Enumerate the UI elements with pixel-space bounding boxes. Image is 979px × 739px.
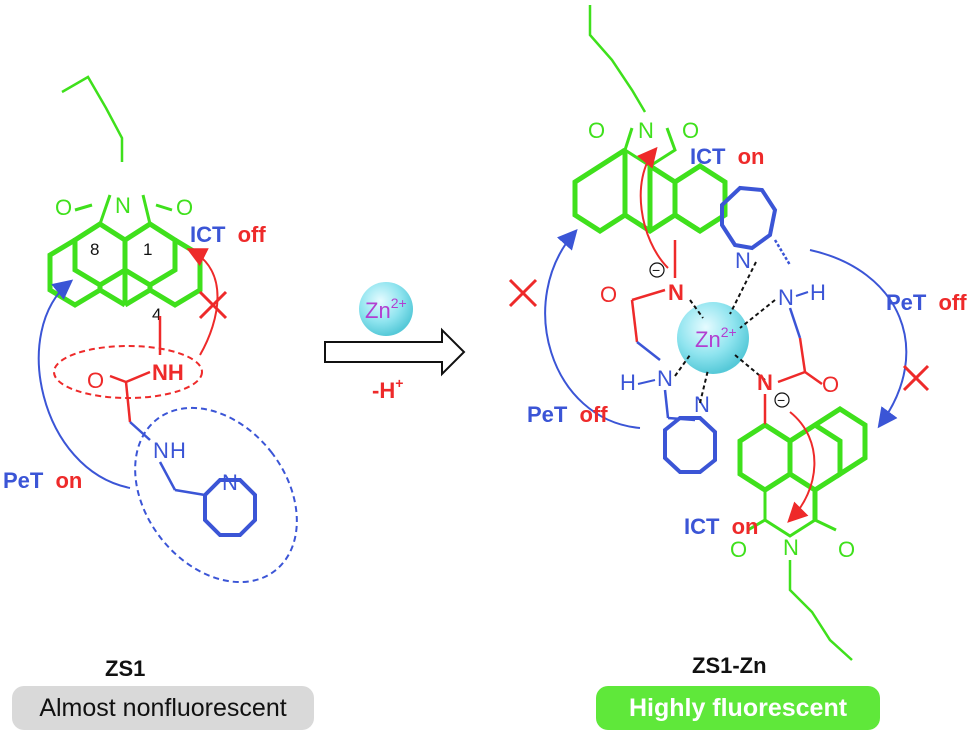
right-amide-co-bond <box>804 370 823 386</box>
right-amide-c-bond <box>798 337 807 373</box>
pet-left-cross-b <box>508 278 538 308</box>
top-right-pyr-ch2-bond <box>773 239 792 266</box>
top-amide-o: O <box>600 282 617 307</box>
zs1-zn-name: ZS1-Zn <box>692 653 767 678</box>
pet-arrow-left <box>37 279 131 489</box>
pyridine-n: N <box>222 470 238 495</box>
top-amide-bond <box>631 288 666 302</box>
bottom-co-left <box>747 518 766 532</box>
top-amine-n: N <box>657 366 673 391</box>
zn-reagent: Zn2+ <box>365 295 407 323</box>
zn-center: Zn2+ <box>695 324 737 352</box>
amide-highlight-ellipse <box>53 345 203 399</box>
top-amine-ch2-bond <box>663 389 670 419</box>
position-1: 1 <box>143 240 152 259</box>
amide-co-bond <box>109 374 127 384</box>
ict-arrow-left <box>186 248 219 356</box>
top-o2: O <box>682 118 699 143</box>
imide-o-left: O <box>55 195 72 220</box>
right-amine-h: H <box>810 280 826 305</box>
butyl-chain <box>61 75 124 162</box>
top-butyl-chain <box>588 5 647 113</box>
amide-bond <box>125 370 151 384</box>
pyridine-ring <box>203 478 257 537</box>
ict-arrow-bottom <box>787 411 816 523</box>
ch2-pyr-bond <box>174 488 206 497</box>
top-ch2-n-bond <box>636 341 661 361</box>
bottom-butyl-chain <box>788 560 853 661</box>
ict-cross-b <box>198 290 228 320</box>
bottom-o1: O <box>730 537 747 562</box>
amine-n: N <box>153 438 169 463</box>
top-amide-n: N <box>668 280 684 305</box>
carbonyl-bond-right <box>155 203 173 212</box>
right-amide-n-bond <box>777 370 806 384</box>
right-amine-n: N <box>778 285 794 310</box>
ict-label-bottom: ICT on <box>684 514 758 539</box>
bottom-naphthalimide <box>737 406 868 538</box>
ict-arrow-top <box>637 146 669 269</box>
ch2-bond <box>124 381 132 423</box>
position-4: 4 <box>152 305 161 324</box>
position-8: 8 <box>90 240 99 259</box>
bottom-co-right <box>814 518 837 532</box>
top-o1: O <box>588 118 605 143</box>
top-right-pyridine <box>720 185 778 251</box>
right-amide-o: O <box>822 372 839 397</box>
top-pyr-n: N <box>694 392 710 417</box>
top-amine-h: H <box>620 370 636 395</box>
pet-right-cross-b <box>902 364 930 392</box>
ict-label-left: ICT off <box>190 222 266 247</box>
top-imide-n: N <box>638 118 654 143</box>
byproduct-h: -H+ <box>372 375 403 403</box>
bottom-o2: O <box>838 537 855 562</box>
amide-o: O <box>87 368 104 393</box>
top-right-pyr-n: N <box>735 248 751 273</box>
bottom-imide-n: N <box>783 535 799 560</box>
coordination-bonds <box>674 261 776 404</box>
pet-label-left: PeT on <box>3 468 82 493</box>
nonfluorescent-caption: Almost nonfluorescent <box>12 686 314 730</box>
imide-n: N <box>115 193 131 218</box>
zn-center-sphere <box>677 302 749 374</box>
zs1-molecule: N O O 8 1 4 NH O N H N ICT off <box>3 75 298 681</box>
fluorescent-caption: Highly fluorescent <box>596 686 880 730</box>
ict-label-top: ICT on <box>690 144 764 169</box>
reaction-arrow <box>324 327 466 377</box>
bottom-minus: − <box>777 392 785 408</box>
zs1-name: ZS1 <box>105 656 145 681</box>
carbonyl-bond-left <box>74 203 93 212</box>
pet-label-right: PeT off <box>886 290 967 315</box>
top-negative-charge <box>649 262 665 278</box>
amine-h: H <box>170 438 186 463</box>
top-nh-bond <box>637 379 656 385</box>
amide-nh: NH <box>152 360 184 385</box>
amine-highlight-ellipse <box>134 406 298 584</box>
ch2-n-bond <box>129 421 151 441</box>
zn-reagent-sphere <box>359 282 413 336</box>
bottom-amide-n: N <box>757 370 773 395</box>
bottom-left-pyridine <box>663 416 717 474</box>
amine-ch2-bond <box>158 461 177 491</box>
top-ch2-bond <box>630 299 639 343</box>
top-minus: − <box>652 262 660 278</box>
zs1-zn-complex: N O O ICT on N − O H N N Zn2+ <box>508 5 967 678</box>
imide-o-right: O <box>176 195 193 220</box>
pet-arrow-right <box>809 249 908 429</box>
pet-label-left-complex: PeT off <box>527 402 608 427</box>
reaction-arrow-group: Zn2+ -H+ <box>324 282 466 403</box>
right-nh-bond <box>795 291 809 297</box>
right-ch2-bond <box>788 307 802 339</box>
bottom-negative-charge <box>774 392 790 408</box>
pet-arrow-left-complex <box>544 228 641 429</box>
